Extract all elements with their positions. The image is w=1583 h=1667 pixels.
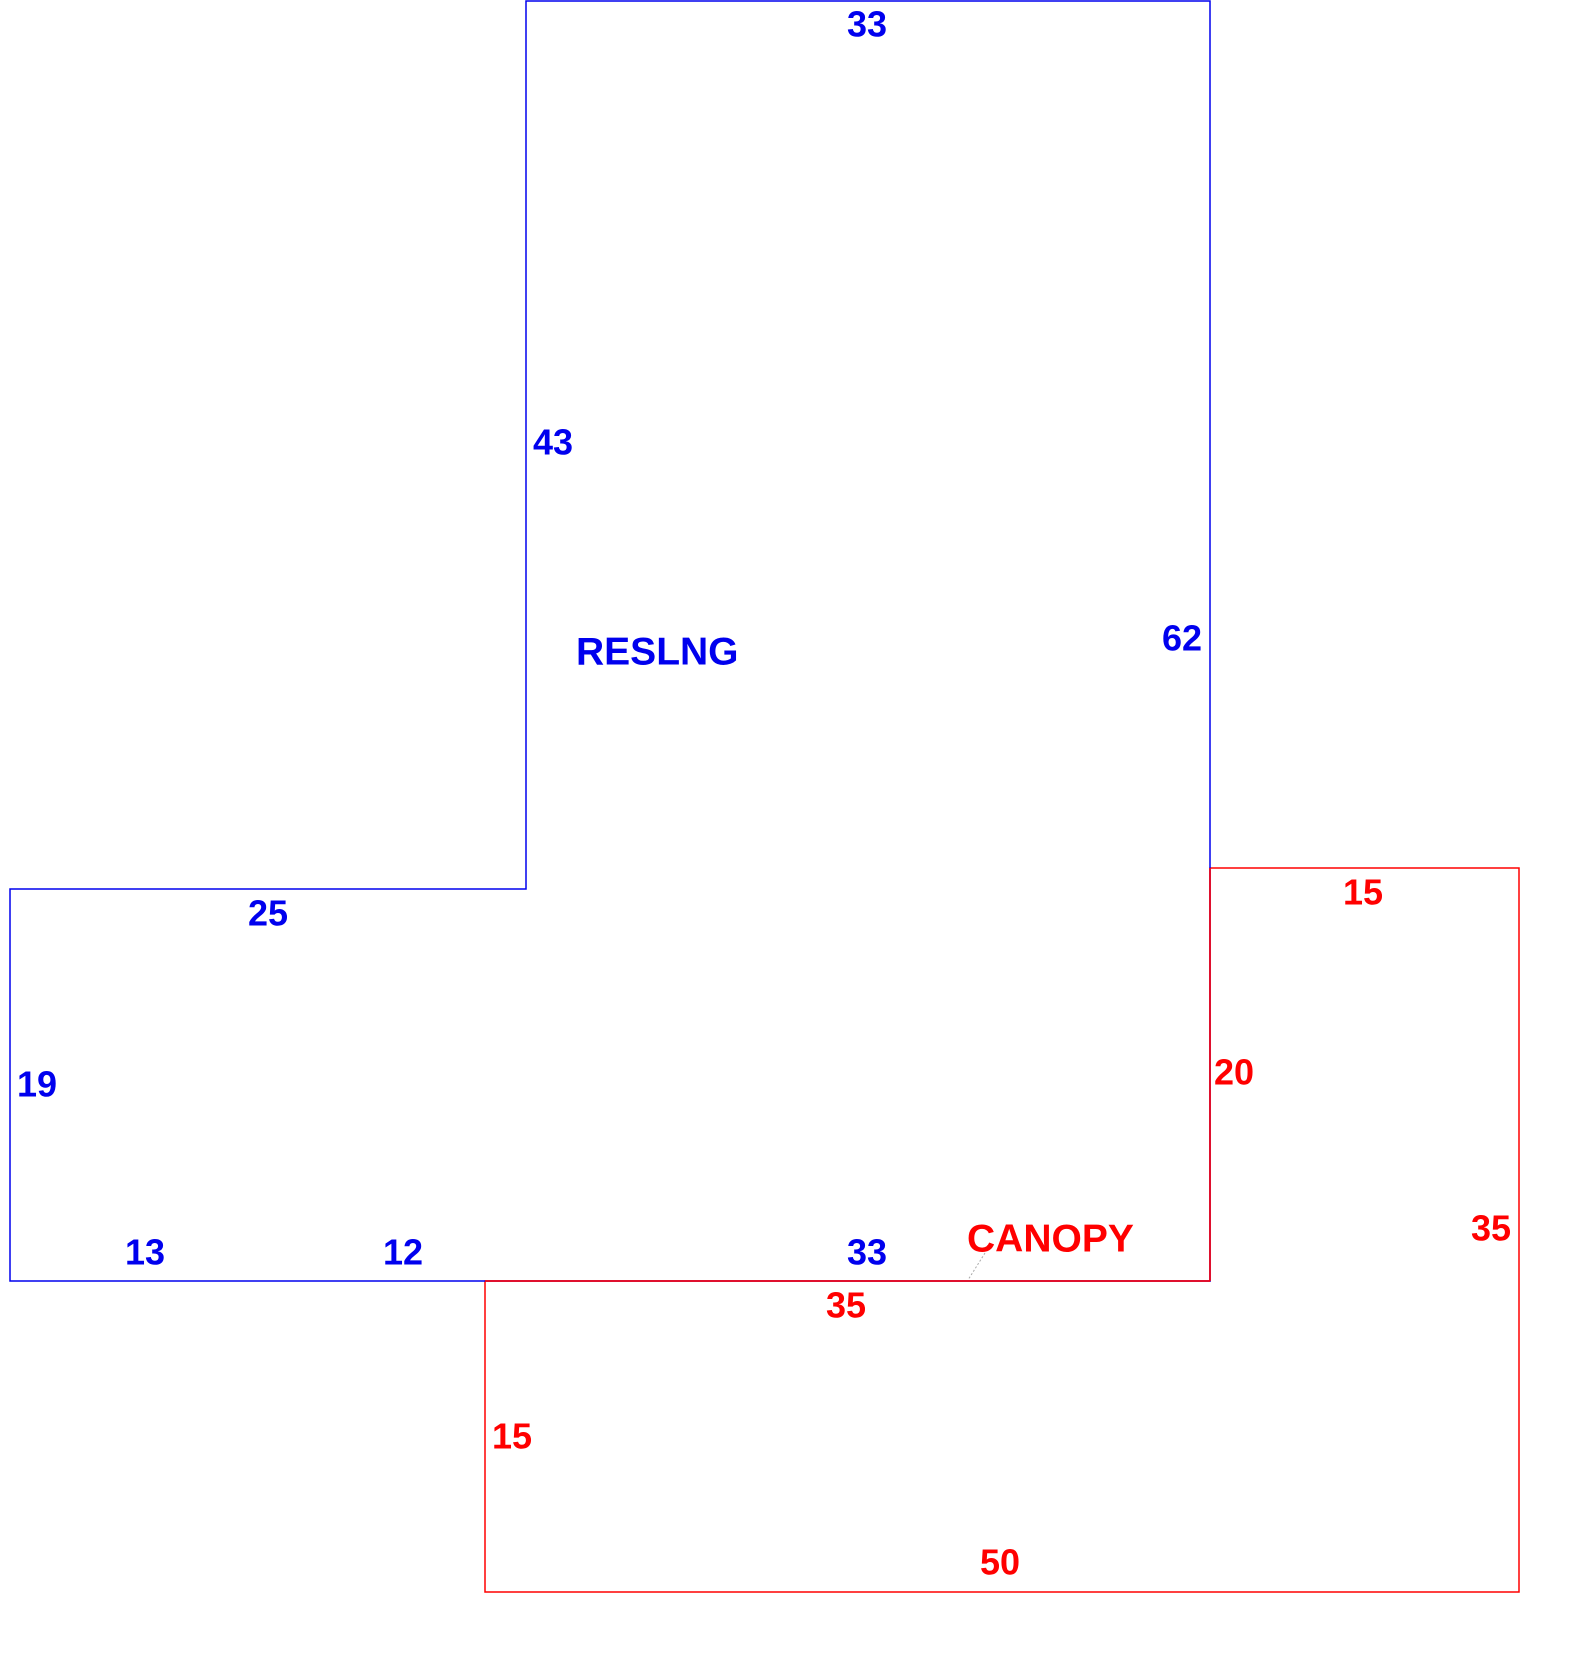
resling-dim-bottom-mid: 12	[383, 1232, 423, 1273]
canopy-dim-left-upper: 20	[1214, 1052, 1254, 1093]
canopy-dim-left-lower: 15	[492, 1416, 532, 1457]
resling-area-label: RESLNG	[576, 630, 739, 673]
canopy-dim-top: 15	[1343, 872, 1383, 913]
canopy-leader-line	[967, 1252, 986, 1281]
resling-dim-right: 62	[1162, 618, 1202, 659]
canopy-dim-right: 35	[1471, 1208, 1511, 1249]
resling-dim-left-upper: 43	[533, 422, 573, 463]
resling-dim-top: 33	[847, 4, 887, 45]
canopy-dim-mid-top: 35	[826, 1285, 866, 1326]
resling-dim-left-lower: 19	[17, 1064, 57, 1105]
resling-dim-bottom-left: 13	[125, 1232, 165, 1273]
resling-dim-step-top: 25	[248, 893, 288, 934]
canopy-dim-bottom: 50	[980, 1542, 1020, 1583]
resling-dim-bottom-right: 33	[847, 1232, 887, 1273]
canopy-area-label: CANOPY	[967, 1217, 1134, 1260]
